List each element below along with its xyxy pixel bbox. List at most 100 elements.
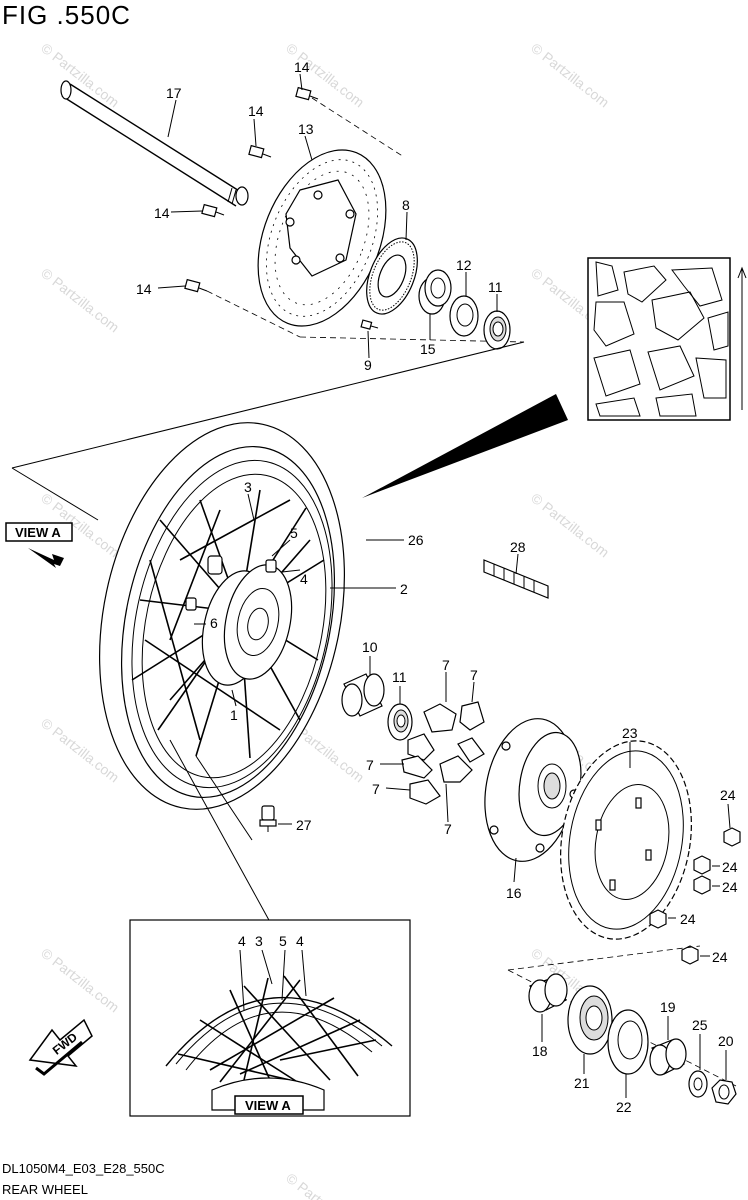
leader-3	[247, 493, 255, 521]
callout: 14	[248, 103, 264, 119]
valve-27	[259, 805, 277, 832]
view-a-marker: VIEW A	[5, 522, 73, 568]
callout: 14	[154, 205, 170, 221]
leader-14d	[157, 285, 186, 289]
view-a-inset-label: VIEW A	[245, 1098, 291, 1113]
callout: 4	[296, 933, 304, 949]
callout-labels: 14 17 14 13 14 8 12 14 11 15 9 3 5 26 28…	[136, 59, 738, 1115]
leader-24a	[727, 803, 731, 829]
rear-sprocket-23	[560, 740, 692, 940]
callout: 21	[574, 1075, 590, 1091]
figure-title: FIG .550C	[2, 0, 131, 30]
callout: 4	[300, 571, 308, 587]
leader-7e	[445, 783, 449, 823]
callout: 14	[136, 281, 152, 297]
leader-9	[367, 330, 370, 359]
screw-9	[360, 319, 379, 330]
collar-18	[528, 973, 568, 1013]
sensor-ring-8	[366, 237, 418, 315]
watermark: © Partzilla.com	[528, 490, 612, 561]
callout: 7	[470, 667, 478, 683]
callout: 11	[488, 279, 503, 295]
callout: 24	[722, 859, 738, 875]
callout: 25	[692, 1017, 708, 1033]
hub-1	[185, 555, 293, 686]
detail-pointer	[362, 394, 568, 498]
nut-20	[711, 1079, 737, 1105]
washer-25	[688, 1070, 708, 1098]
view-a-inset: VIEW A	[129, 919, 411, 1117]
leader-14b	[253, 118, 257, 147]
bearing-11-lower	[387, 703, 413, 741]
callout: 17	[166, 85, 182, 101]
inset-line	[195, 755, 253, 841]
fwd-arrow-icon: FWD	[28, 1018, 93, 1076]
dampers-7	[401, 701, 485, 805]
callout: 1	[230, 707, 238, 723]
callout: 12	[456, 257, 472, 273]
leader-7b	[471, 681, 475, 703]
figure-code: DL1050M4_E03_E28_550C	[2, 1161, 165, 1176]
view-a-tag: VIEW A	[15, 525, 61, 540]
callout: 24	[722, 879, 738, 895]
inset-line	[169, 739, 271, 923]
leader-1	[231, 689, 237, 707]
callout: 3	[244, 479, 252, 495]
callout: 9	[364, 357, 372, 373]
watermark: © Partzilla.com	[38, 40, 122, 111]
callout: 16	[506, 885, 522, 901]
callout: 7	[444, 821, 452, 837]
callout: 19	[660, 999, 676, 1015]
watermark: © Partzilla.com	[38, 945, 122, 1016]
callout: 20	[718, 1033, 734, 1049]
callout: 24	[712, 949, 728, 965]
callout: 2	[400, 581, 408, 597]
watermark: © Partzilla.com	[528, 40, 612, 111]
leader-14a	[299, 73, 303, 91]
callout: 10	[362, 639, 378, 655]
leader-16	[513, 857, 517, 883]
callout: 26	[408, 532, 424, 548]
callout: 15	[420, 341, 436, 357]
sprocket-hub-16	[484, 718, 582, 862]
callout: 13	[298, 121, 314, 137]
callout: 7	[366, 757, 374, 773]
callout: 22	[616, 1099, 632, 1115]
leader-5	[271, 539, 291, 557]
callout: 27	[296, 817, 312, 833]
leader-13	[304, 135, 313, 161]
watermark: © Partzilla.com	[283, 1170, 367, 1200]
collar-15	[418, 269, 452, 315]
callout: 3	[255, 933, 263, 949]
alignment-line	[507, 945, 701, 971]
dust-seal-12	[449, 295, 479, 337]
tread-detail-inset	[587, 257, 747, 421]
spacer-10	[341, 673, 385, 717]
leader-4	[281, 569, 301, 573]
leader-28	[515, 553, 519, 575]
leader-7d	[385, 787, 411, 791]
bolts-14	[184, 86, 319, 293]
callout: 14	[294, 59, 310, 75]
watermark: © Partzilla.com	[283, 40, 367, 111]
callout: 28	[510, 539, 526, 555]
callout: 5	[290, 525, 298, 541]
leader-8	[405, 211, 408, 241]
bearing-21	[567, 985, 613, 1055]
callout: 7	[442, 657, 450, 673]
leader-14c	[170, 210, 203, 213]
callout: 8	[402, 197, 410, 213]
spacer-19	[649, 1038, 687, 1076]
callout: 24	[720, 787, 736, 803]
callout: 7	[372, 781, 380, 797]
balance-weight-28	[483, 559, 549, 599]
callout: 11	[392, 669, 407, 685]
callout: 6	[210, 615, 218, 631]
watermark: © Partzilla.com	[38, 265, 122, 336]
alignment-lines	[206, 97, 525, 343]
brake-disc-13	[257, 149, 387, 327]
callout: 24	[680, 911, 696, 927]
callout: 4	[238, 933, 246, 949]
nuts-24	[649, 827, 741, 965]
